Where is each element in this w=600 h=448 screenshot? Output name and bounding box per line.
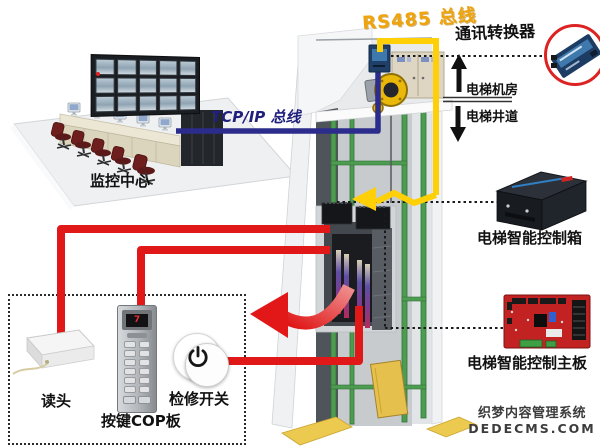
wall-screen (95, 95, 116, 113)
cop-panel: 7 (117, 305, 157, 413)
tcpip-wire (176, 70, 381, 134)
wall-screen (138, 77, 158, 94)
wall-screen (179, 60, 197, 76)
rooftop-converter-device (368, 44, 391, 73)
wall-screen (117, 95, 137, 112)
watermark-line1: 织梦内容管理系统 (477, 406, 586, 421)
wall-screen (179, 95, 197, 111)
pit-base-right (425, 416, 479, 438)
elevator-shaft (271, 27, 479, 446)
wall-screen (117, 59, 137, 76)
cop-button[interactable] (124, 341, 136, 348)
up-arrow-icon (451, 54, 467, 92)
wall-screen (117, 77, 137, 94)
label-hoistway: 电梯井道 (466, 110, 519, 125)
main-board-device (503, 294, 591, 349)
cop-bottom-buttons (123, 396, 151, 404)
cop-button[interactable] (138, 386, 150, 393)
reader-device (12, 329, 95, 375)
converter-callout-circle (544, 24, 600, 86)
wall-screen (95, 77, 116, 94)
watermark: 织梦内容管理系统 DEDECMS.COM (468, 402, 596, 436)
wall-indicator-led (96, 72, 100, 76)
car-device-wires (57, 225, 363, 365)
label-inspection-switch: 检修开关 (169, 390, 230, 408)
cop-button[interactable] (138, 377, 150, 384)
wall-screen (159, 60, 178, 76)
callout-dotted-lines (337, 55, 546, 329)
cop-button[interactable] (124, 377, 136, 384)
watermark-line2: DEDECMS.COM (468, 421, 596, 436)
converter-device (550, 33, 600, 79)
wall-screen (159, 77, 178, 94)
pit-base-left (281, 416, 353, 446)
cop-door-open-button[interactable] (123, 396, 136, 404)
car-devices-dotted-group (8, 294, 246, 445)
cop-button[interactable] (138, 359, 150, 366)
power-icon (188, 346, 208, 367)
cop-speaker-slot (127, 333, 147, 338)
rs485-wire (352, 38, 439, 211)
cop-button-grid (124, 341, 150, 393)
cop-button[interactable] (124, 359, 136, 366)
operator-desks (59, 113, 181, 168)
down-arrow-icon (450, 106, 466, 142)
inspection-switch[interactable] (185, 343, 229, 387)
cop-button[interactable] (138, 350, 150, 357)
label-reader: 读头 (41, 392, 72, 410)
control-box-device (495, 171, 588, 231)
label-monitoring-center: 监控中心 (90, 172, 151, 190)
wall-screen (159, 95, 178, 111)
label-machine-room: 电梯机房 (466, 83, 519, 98)
counterweight (369, 359, 409, 419)
converter-knob (551, 55, 557, 60)
label-main-board: 电梯智能控制主板 (467, 354, 588, 372)
cop-button[interactable] (124, 350, 136, 357)
cop-button[interactable] (124, 386, 136, 393)
label-control-box: 电梯智能控制箱 (477, 229, 583, 247)
wall-screen (138, 59, 158, 76)
section-divider (443, 96, 512, 103)
converter-port (589, 49, 599, 58)
cop-button[interactable] (124, 368, 136, 375)
machine-room-floor (315, 99, 453, 123)
video-wall-stand (181, 110, 223, 166)
label-cop-board: 按键COP板 (101, 412, 181, 430)
cop-door-close-button[interactable] (138, 396, 151, 404)
car-top-device-left (321, 202, 353, 225)
wall-screen (138, 95, 158, 112)
rs485-arrowhead (352, 187, 376, 211)
cop-button[interactable] (138, 341, 150, 348)
cop-button[interactable] (138, 368, 150, 375)
red-arrow (250, 284, 355, 338)
label-converter: 通讯转换器 (454, 21, 536, 44)
cop-floor-display: 7 (126, 313, 148, 327)
wall-screen (179, 77, 197, 94)
label-tcpip-bus: TCP/IP 总线 (211, 108, 301, 126)
cop-display-housing: 7 (122, 310, 152, 330)
converter-knob (551, 63, 557, 68)
video-wall (90, 54, 200, 117)
